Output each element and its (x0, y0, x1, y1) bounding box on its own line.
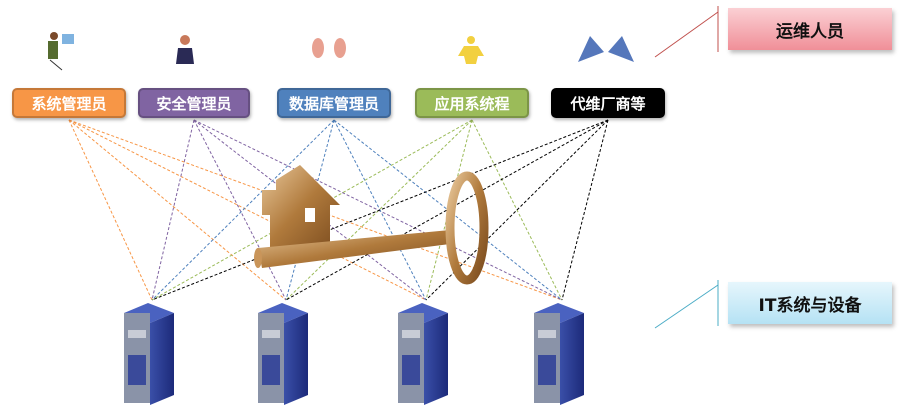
link-role5-server1 (151, 119, 609, 301)
house-key-icon (254, 165, 489, 285)
link-role1-server1 (68, 119, 153, 301)
role-4: 应用系统程 (415, 88, 529, 118)
link-role1-server3 (68, 119, 427, 301)
link-role4-server1 (151, 119, 473, 301)
yellow-person-icon (458, 36, 484, 64)
link-role5-server3 (425, 119, 609, 301)
link-role2-server2 (193, 119, 287, 301)
person-at-computer-icon (48, 32, 74, 71)
personnel-callout: 运维人员 (728, 8, 892, 50)
link-role5-server4 (561, 119, 609, 301)
role-3: 数据库管理员 (277, 88, 391, 118)
link-role1-server2 (68, 119, 287, 301)
server-icon (534, 303, 584, 405)
role-5: 代维厂商等 (551, 88, 665, 118)
person-on-phone-icon (176, 35, 194, 64)
link-role3-server2 (285, 119, 335, 301)
connection-lines (68, 119, 609, 301)
link-role5-server2 (285, 119, 609, 301)
role-1: 系统管理员 (12, 88, 126, 118)
role-2: 安全管理员 (138, 88, 250, 118)
server-icon (398, 303, 448, 405)
it-systems-callout: IT系统与设备 (728, 282, 892, 324)
link-role2-server4 (193, 119, 563, 301)
server-icon (258, 303, 308, 405)
callout-lines (654, 6, 719, 58)
two-faces-icon (312, 38, 346, 58)
link-role4-server2 (285, 119, 473, 301)
server-icon (124, 303, 174, 405)
link-role3-server1 (151, 119, 335, 301)
link-role2-server1 (151, 119, 195, 301)
role-icons (48, 32, 634, 71)
handshake-icon (578, 36, 634, 62)
